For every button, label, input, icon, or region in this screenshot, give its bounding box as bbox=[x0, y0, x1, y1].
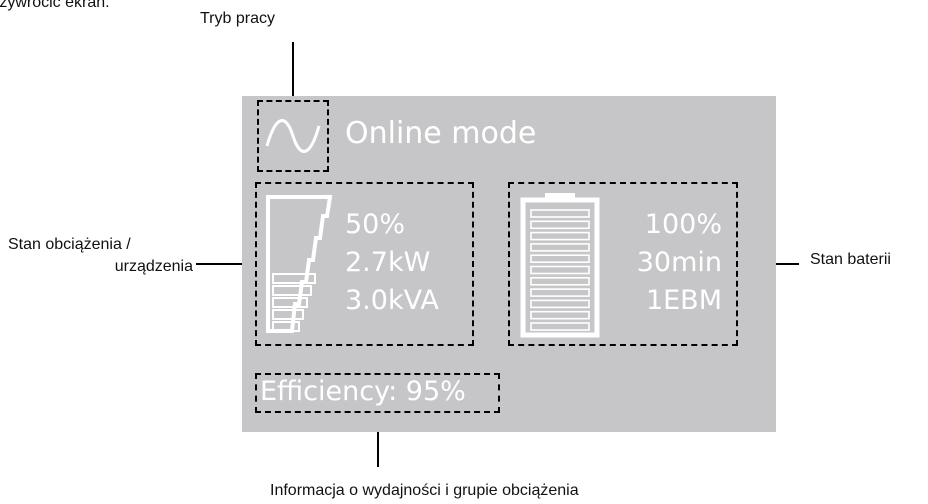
efficiency-callout-label: Informacja o wydajności i grupie obciąże… bbox=[270, 482, 579, 499]
load-power-kw: 2.7kW bbox=[345, 247, 431, 278]
load-box bbox=[255, 182, 474, 346]
load-gauge-segment bbox=[272, 273, 316, 284]
load-gauge-segment bbox=[272, 297, 308, 308]
battery-gauge-segment bbox=[530, 322, 590, 331]
battery-percent: 100% bbox=[644, 209, 722, 240]
mode-icon-box bbox=[257, 100, 329, 172]
mode-leader-line bbox=[292, 42, 294, 98]
load-percent: 50% bbox=[345, 209, 406, 240]
battery-callout-label: Stan baterii bbox=[810, 251, 891, 268]
battery-gauge-segment bbox=[530, 265, 590, 275]
battery-gauge-segment bbox=[530, 310, 590, 320]
top-cut-text: rzywrócić ekran. bbox=[0, 0, 110, 11]
efficiency-leader-line bbox=[377, 412, 379, 467]
sine-wave-icon bbox=[265, 119, 321, 153]
load-gauge-icon bbox=[266, 195, 333, 333]
battery-gauge-segment bbox=[530, 288, 590, 297]
battery-gauge-icon bbox=[520, 193, 600, 338]
load-callout-label-line2: urządzenia bbox=[114, 258, 193, 275]
battery-runtime: 30min bbox=[636, 247, 722, 278]
mode-callout-label: Tryb pracy bbox=[200, 10, 275, 27]
battery-gauge-segment bbox=[530, 231, 590, 241]
load-gauge-segment bbox=[272, 321, 300, 332]
battery-box bbox=[508, 182, 738, 346]
efficiency-box bbox=[255, 373, 500, 413]
battery-ebm: 1EBM bbox=[645, 285, 722, 316]
efficiency-text: Efficiency: 95% bbox=[260, 376, 466, 407]
battery-gauge-segment bbox=[530, 277, 590, 286]
lcd-screen: Online mode 50% 2.7kW 3.0kVA 100% 30min … bbox=[242, 96, 776, 432]
mode-text: Online mode bbox=[345, 116, 537, 151]
battery-gauge-segment bbox=[530, 209, 590, 218]
load-leader-line bbox=[196, 263, 258, 265]
battery-gauge-segment bbox=[530, 220, 590, 230]
battery-gauge-segment bbox=[530, 254, 590, 264]
load-callout-label-line1: Stan obciążenia / bbox=[8, 236, 131, 253]
load-gauge-segment bbox=[272, 309, 304, 320]
battery-gauge-segment bbox=[530, 243, 590, 252]
load-power-kva: 3.0kVA bbox=[345, 285, 439, 316]
battery-gauge-segment bbox=[530, 299, 590, 309]
load-gauge-segment bbox=[272, 285, 312, 296]
